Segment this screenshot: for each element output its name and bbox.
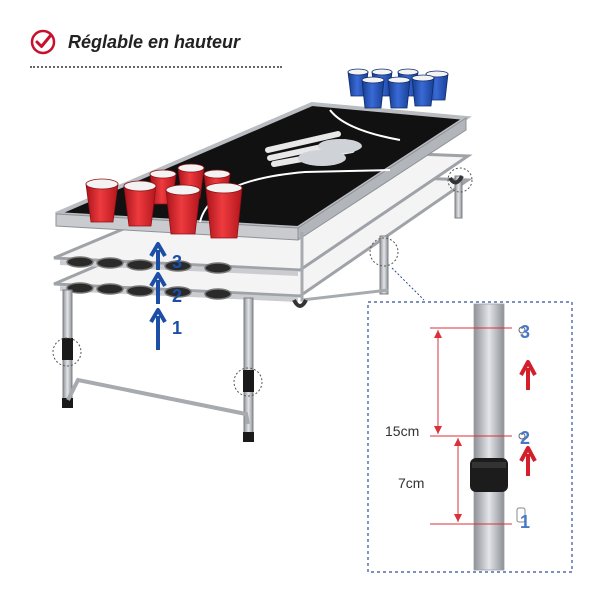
red-cups	[85, 163, 243, 239]
level-label-1: 1	[520, 512, 530, 532]
up-arrow-icon	[519, 446, 537, 476]
level-label-3: 3	[520, 322, 530, 342]
step-label-3: 3	[172, 252, 182, 272]
up-arrow-icon	[519, 360, 537, 390]
step-label-2: 2	[172, 286, 182, 306]
divider	[30, 66, 282, 68]
step-label-1: 1	[172, 318, 182, 338]
measure-7cm: 7cm	[398, 475, 424, 491]
level-label-2: 2	[520, 428, 530, 448]
check-circle-icon	[30, 29, 56, 55]
leg-detail-inset: 15cm 7cm 3 2 1	[367, 301, 573, 573]
header: Réglable en hauteur	[30, 24, 240, 60]
measure-15cm: 15cm	[385, 423, 419, 439]
blue-cups	[347, 68, 449, 109]
page-title: Réglable en hauteur	[68, 31, 241, 52]
up-arrow-icon	[149, 308, 167, 350]
height-steps: 3 2 1	[149, 242, 182, 350]
table-leg	[379, 235, 389, 295]
up-arrow-icon	[149, 272, 167, 304]
table-leg	[454, 175, 463, 219]
up-arrow-icon	[149, 242, 167, 270]
